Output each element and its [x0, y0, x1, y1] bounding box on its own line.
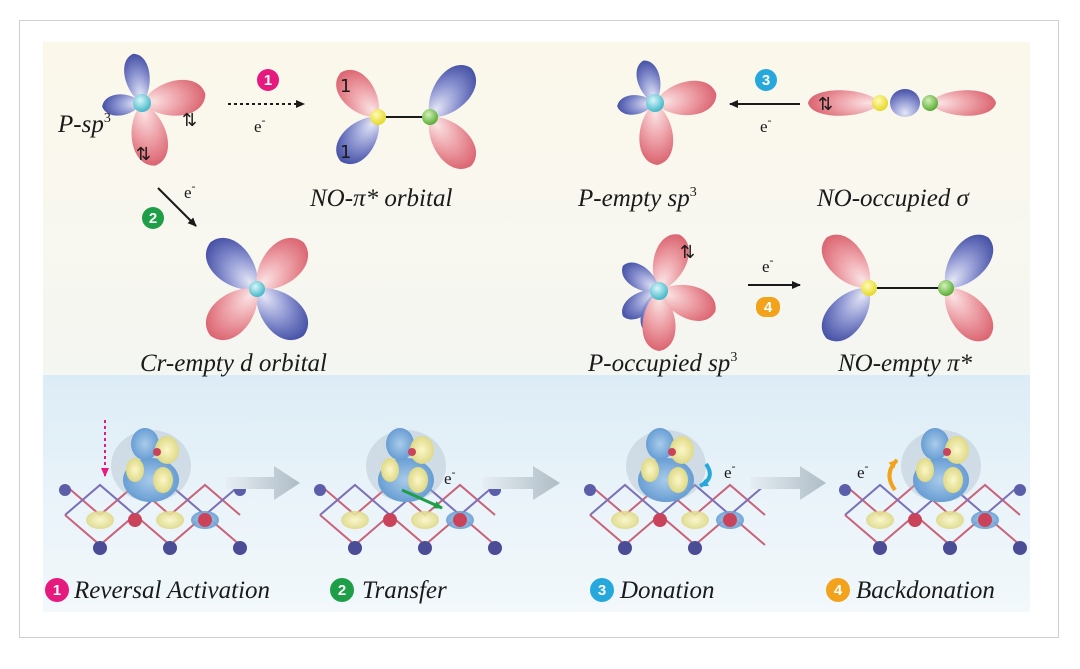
svg-text:3: 3	[598, 582, 606, 599]
step-3-badge	[755, 69, 777, 91]
svg-text:2: 2	[338, 582, 346, 599]
no-pi-star-orbital-label: NO-π* orbital	[309, 185, 452, 212]
single-electron-label: 1	[340, 142, 351, 163]
step-caption-1: 1 Reversal Activation	[45, 577, 270, 604]
electron-label: e-	[724, 459, 736, 482]
step-1-transfer-arrow: 1 e-	[228, 69, 305, 136]
spin-pair-label: ⇅	[136, 144, 151, 165]
spin-pair-label: ⇅	[182, 110, 197, 131]
cr-empty-d-orbital-label: Cr-empty d orbital	[140, 350, 327, 377]
electron-label: e-	[444, 465, 456, 488]
adsorption-structure-1	[59, 420, 247, 555]
electron-label: e-	[760, 113, 772, 136]
svg-text:4: 4	[834, 582, 843, 599]
spin-pair-label: ⇅	[818, 94, 833, 115]
electron-label: e-	[857, 459, 869, 482]
p-occupied-sp3-label: P-occupied sp3	[587, 350, 737, 377]
no-occupied-sigma-orbital: ⇅	[808, 89, 996, 117]
step-2-badge	[142, 207, 164, 229]
step-1-label: Reversal Activation	[73, 577, 270, 604]
step-4-backdonation-arrow: e- 4	[748, 253, 801, 317]
no-empty-pi-star-label: NO-empty π*	[837, 350, 973, 377]
electron-label: e-	[184, 179, 196, 202]
svg-text:2: 2	[149, 210, 157, 227]
p-occupied-sp3-orbital: ⇅	[622, 234, 716, 351]
transfer-arrow	[401, 488, 443, 510]
process-arrow	[226, 466, 300, 500]
single-electron-label: 1	[340, 76, 351, 97]
step-2-transfer-arrow: 2 e-	[142, 179, 197, 229]
svg-text:4: 4	[764, 299, 773, 316]
p-sp3-label: P-sp3	[57, 111, 111, 138]
adsorption-structure-4: e-	[839, 428, 1027, 555]
step-2-label: Transfer	[362, 577, 447, 604]
step-3-donation-arrow: 3 e-	[729, 69, 800, 136]
donation-arrow	[699, 462, 712, 488]
no-occupied-sigma-label: NO-occupied σ	[816, 185, 971, 212]
svg-text:1: 1	[53, 582, 61, 599]
step-4-badge	[756, 297, 780, 317]
adsorption-structure-2: e-	[314, 428, 502, 555]
process-arrow	[483, 466, 560, 500]
adsorption-structure-3: e-	[584, 428, 766, 555]
electron-label: e-	[254, 113, 266, 136]
step-3-label: Donation	[619, 577, 714, 604]
p-empty-sp3-orbital	[617, 60, 717, 165]
step-4-label: Backdonation	[856, 577, 995, 604]
step-caption-3: 3 Donation	[590, 577, 714, 604]
electron-label: e-	[762, 253, 774, 276]
p-sp3-orbital: ⇅ ⇅	[102, 53, 206, 166]
no-empty-pi-star-orbital	[821, 234, 994, 342]
p-empty-sp3-label: P-empty sp3	[577, 185, 697, 212]
spin-pair-label: ⇅	[680, 242, 695, 263]
cr-empty-d-orbital	[205, 237, 309, 341]
step-1-badge	[257, 69, 279, 91]
step-caption-4: 4 Backdonation	[826, 577, 995, 604]
process-arrow	[750, 466, 826, 500]
svg-text:1: 1	[264, 72, 272, 89]
step-caption-2: 2 Transfer	[330, 577, 447, 604]
svg-text:3: 3	[762, 72, 770, 89]
backdonation-arrow	[887, 458, 899, 492]
no-pi-star-orbital: 1 1	[336, 65, 477, 169]
